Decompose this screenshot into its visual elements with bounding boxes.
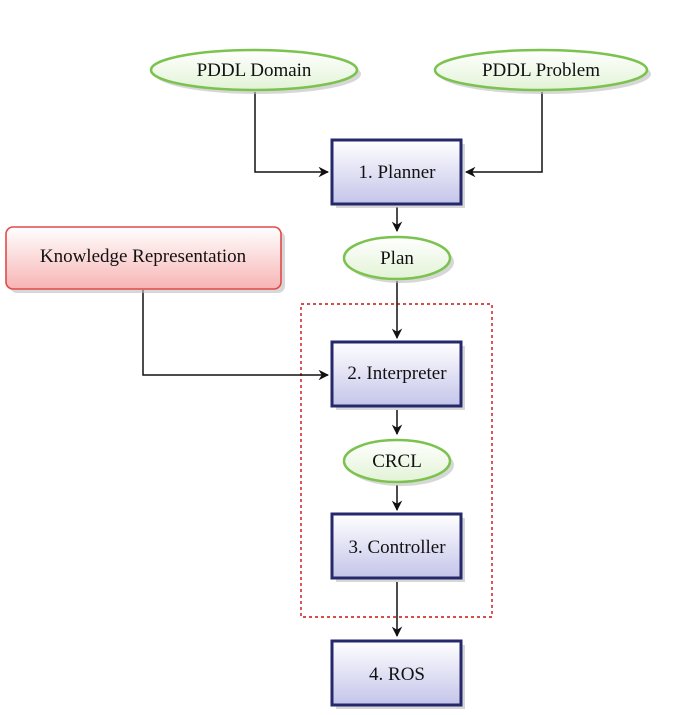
pddl-problem-node: PDDL Problem	[433, 48, 651, 94]
knowledge-representation-label: Knowledge Representation	[40, 246, 247, 267]
plan-label: Plan	[380, 248, 414, 269]
planner-node: 1. Planner	[330, 138, 465, 208]
interpreter-label: 2. Interpreter	[347, 363, 447, 384]
crcl-label: CRCL	[372, 451, 422, 472]
pddl-domain-node: PDDL Domain	[149, 48, 361, 94]
arrow-domain-to-planner	[254, 92, 330, 178]
plan-node: Plan	[342, 235, 454, 283]
ros-node: 4. ROS	[330, 639, 465, 709]
arrow-knowledge-to-interpreter	[142, 290, 330, 381]
crcl-node: CRCL	[342, 438, 454, 486]
controller-node: 3. Controller	[330, 512, 465, 582]
knowledge-representation-node: Knowledge Representation	[5, 226, 285, 293]
interpreter-node: 2. Interpreter	[330, 340, 465, 410]
controller-label: 3. Controller	[348, 537, 446, 558]
pddl-problem-label: PDDL Problem	[482, 60, 600, 81]
planner-label: 1. Planner	[358, 162, 436, 183]
connectors	[142, 92, 543, 638]
pddl-domain-label: PDDL Domain	[197, 60, 312, 81]
ros-label: 4. ROS	[369, 664, 425, 685]
arrow-problem-to-planner	[464, 92, 543, 178]
